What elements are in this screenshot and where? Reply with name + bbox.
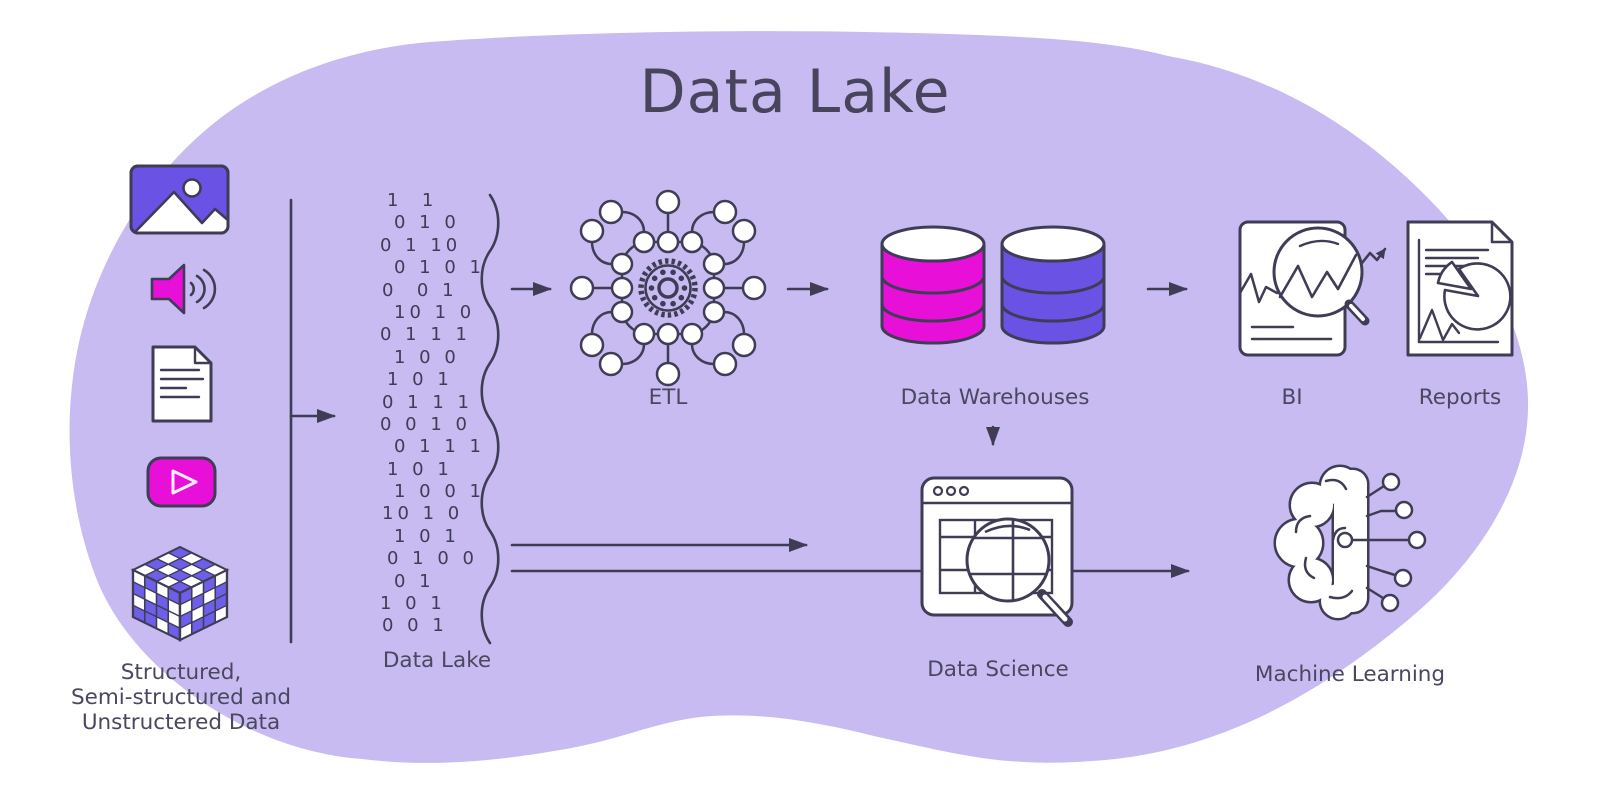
cube-icon (130, 545, 230, 642)
binary-row: 0 1 1 1 (380, 324, 471, 346)
sources-label: Structured, Semi-structured and Unstruct… (41, 660, 321, 735)
chart-magnifier-icon (1238, 220, 1387, 357)
binary-row: 10 1 0 (394, 301, 476, 323)
report-pie-icon (1406, 220, 1514, 357)
browser-table-search-icon (920, 476, 1074, 627)
binary-row: 0 1 0 1 (394, 257, 485, 279)
database-icon-purple (1000, 225, 1106, 345)
video-icon (146, 456, 217, 508)
sources-label-line3: Unstructered Data (81, 710, 281, 735)
binary-row: 0 0 1 0 (380, 413, 471, 435)
audio-icon (150, 263, 217, 315)
database-icon-magenta (880, 225, 986, 345)
binary-row: 1 0 0 1 (394, 481, 485, 503)
trend-arrow (1360, 247, 1387, 265)
binary-row: 0 1 1 1 (394, 436, 485, 458)
page-title: Data Lake (639, 57, 951, 127)
document-icon (151, 345, 213, 423)
gear (638, 258, 698, 318)
binary-row: 0 0 1 (382, 615, 448, 637)
binary-row: 1 1 (387, 190, 438, 211)
gear-network-icon (569, 189, 767, 387)
warehouses-label: Data Warehouses (900, 385, 1090, 410)
binary-row: 0 1 0 (394, 212, 460, 234)
binary-row: 1 0 1 (387, 369, 453, 391)
reports-label: Reports (1418, 385, 1502, 410)
sources-label-line1: Structured, (120, 660, 242, 685)
binary-row: 1 0 1 (394, 525, 460, 547)
etl-label: ETL (648, 385, 688, 410)
bi-label: BI (1281, 385, 1303, 410)
machine-learning-label: Machine Learning (1254, 662, 1446, 687)
data-science-label: Data Science (927, 657, 1069, 682)
binary-row: 0 1 0 0 (387, 548, 478, 570)
flow-lines (289, 193, 1190, 645)
data-lake-label: Data Lake (382, 648, 492, 673)
sources-label-line2: Semi-structured and (70, 685, 292, 710)
binary-row: 0 1 1 1 (382, 391, 473, 413)
binary-stream: 1 1 0 1 0 0 1 10 0 1 0 1 0 0 1 10 1 0 0 … (380, 190, 492, 638)
image-icon (129, 164, 230, 235)
binary-row: 1 0 0 (394, 346, 460, 368)
binary-row: 10 1 0 (382, 503, 464, 525)
brain-circuit-icon (1273, 464, 1427, 621)
binary-row: 0 1 (394, 570, 435, 592)
binary-row: 0 1 10 (380, 234, 462, 256)
blob-background (69, 31, 1529, 763)
binary-row: 0 0 1 (382, 279, 458, 301)
binary-row: 1 0 1 (387, 458, 453, 480)
wavy-line (480, 193, 500, 645)
binary-row: 1 0 1 (380, 593, 446, 615)
